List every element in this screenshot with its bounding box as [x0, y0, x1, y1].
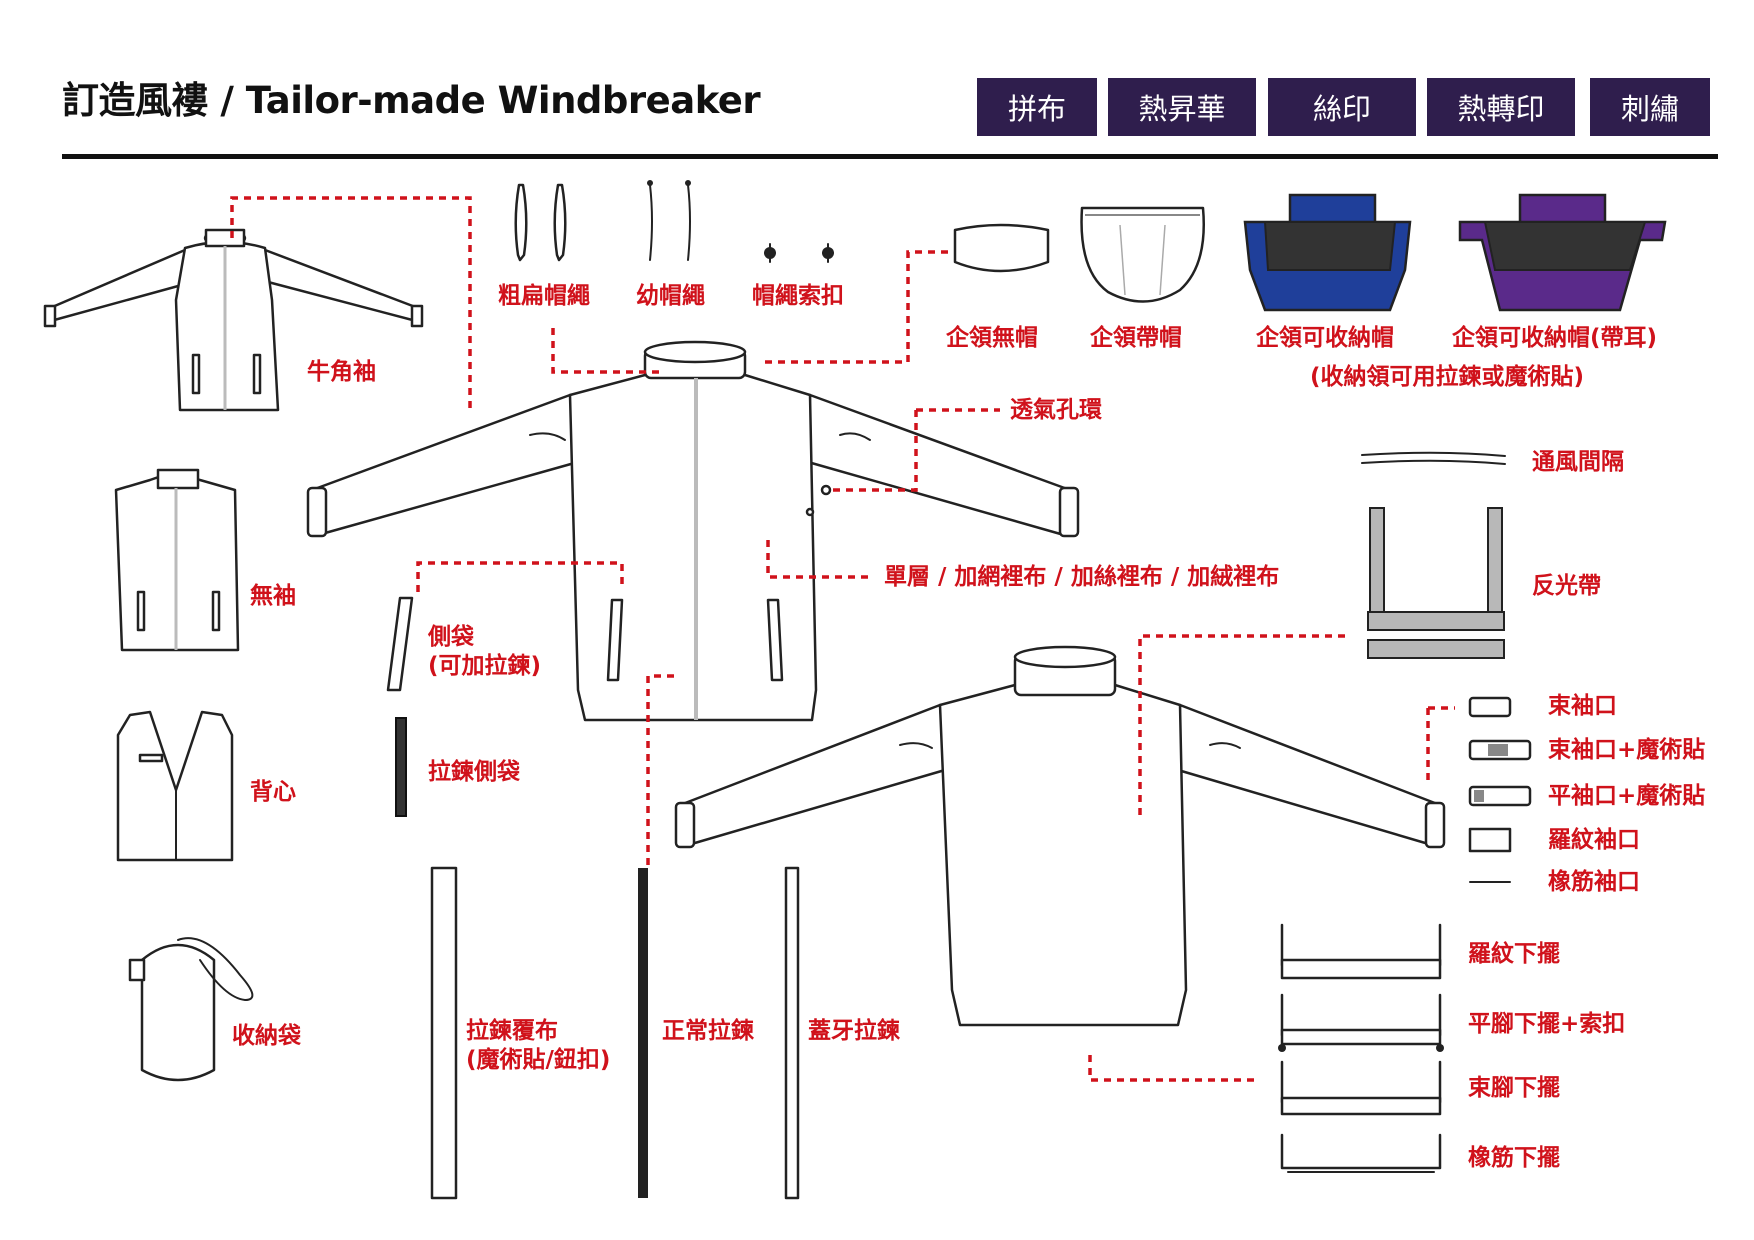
collar-with-hood-icon	[1080, 206, 1205, 303]
header-divider	[62, 154, 1718, 159]
label-cord-lock: 帽繩索扣	[752, 283, 844, 309]
label-hem-gathered: 束腳下擺	[1468, 1075, 1560, 1101]
cord-lock-icon	[764, 243, 834, 263]
zip-flap-icon	[430, 866, 458, 1200]
label-collar-no-hood: 企領無帽	[946, 325, 1038, 351]
technique-tabs: 拼布 熱昇華 絲印 熱轉印 刺繡	[0, 78, 1754, 136]
label-cuff-rib: 羅紋袖口	[1548, 827, 1640, 853]
label-zip-flap: 拉鍊覆布	[466, 1018, 558, 1044]
label-raglan: 牛角袖	[307, 359, 376, 385]
label-flat-cord: 粗扁帽繩	[498, 283, 590, 309]
label-zip-pocket: 拉鍊側袋	[428, 759, 520, 785]
tab-screen-print[interactable]: 絲印	[1268, 78, 1416, 136]
tab-heat-transfer[interactable]: 熱轉印	[1427, 78, 1575, 136]
collar-no-hood-icon	[953, 223, 1050, 273]
tab-sublimation[interactable]: 熱昇華	[1108, 78, 1256, 136]
vest-icon	[116, 710, 234, 862]
storage-pouch-icon	[128, 937, 254, 1082]
label-collar-hood: 企領帶帽	[1090, 325, 1182, 351]
main-jacket-icon	[306, 340, 1080, 722]
label-side-pocket: 側袋	[428, 624, 474, 650]
label-collar-packable: 企領可收納帽	[1256, 325, 1394, 351]
label-collar-packable-ears: 企領可收納帽(帶耳)	[1452, 325, 1658, 351]
label-side-pocket-note: (可加拉鍊)	[428, 653, 542, 679]
label-cuff-gathered: 束袖口	[1548, 693, 1617, 719]
label-cuff-flat-velcro: 平袖口+魔術貼	[1548, 783, 1706, 809]
label-hem-elastic: 橡筋下擺	[1468, 1145, 1560, 1171]
hem-rib-icon	[1280, 923, 1442, 980]
sleeveless-jacket-icon	[114, 468, 240, 652]
side-pocket-icon	[386, 596, 414, 692]
cuff-rib-icon	[1468, 827, 1512, 853]
flat-drawcord-icon	[514, 183, 567, 262]
label-cuff-gathered-velcro: 束袖口+魔術貼	[1548, 737, 1706, 763]
packable-hood-ears-purple-icon	[1458, 193, 1667, 312]
label-hem-rib: 羅紋下擺	[1468, 941, 1560, 967]
label-pouch: 收納袋	[232, 1023, 301, 1049]
label-vest: 背心	[250, 779, 296, 805]
raglan-jacket-icon	[43, 228, 424, 412]
zip-pocket-icon	[395, 717, 407, 817]
label-normal-zip: 正常拉鍊	[662, 1018, 754, 1044]
label-tooth-zip: 蓋牙拉鍊	[808, 1018, 900, 1044]
reflective-tape-icon	[1367, 507, 1505, 659]
hem-elastic-icon	[1280, 1133, 1442, 1173]
vent-icon	[1361, 451, 1506, 465]
second-jacket-icon	[674, 645, 1446, 1027]
label-cuff-elastic: 橡筋袖口	[1548, 869, 1640, 895]
label-eyelet: 透氣孔環	[1010, 397, 1102, 423]
label-hem-flat-toggle: 平腳下擺+索扣	[1468, 1011, 1626, 1037]
hem-gathered-icon	[1280, 1060, 1442, 1116]
label-vent: 通風間隔	[1532, 449, 1624, 475]
label-reflective: 反光帶	[1532, 573, 1601, 599]
packable-hood-blue-icon	[1243, 193, 1412, 312]
label-thin-cord: 幼帽繩	[636, 283, 705, 309]
label-packable-note: (收納領可用拉鍊或魔術貼)	[1310, 364, 1585, 390]
label-lining: 單層 / 加網裡布 / 加絲裡布 / 加絨裡布	[884, 564, 1280, 590]
connector-lines	[230, 196, 1455, 1082]
hem-flat-toggle-icon	[1278, 993, 1444, 1052]
label-zip-flap-note: (魔術貼/鈕扣)	[466, 1047, 611, 1073]
page-title: 訂造風褸 / Tailor-made Windbreaker	[62, 79, 761, 122]
tooth-zip-icon	[784, 866, 800, 1200]
tab-embroidery[interactable]: 刺繡	[1590, 78, 1710, 136]
label-sleeveless: 無袖	[250, 583, 296, 609]
cuff-gathered-icon	[1468, 696, 1512, 718]
thin-drawcord-icon	[647, 180, 691, 261]
normal-zip-icon	[638, 868, 648, 1198]
cuff-gathered-velcro-icon	[1468, 739, 1532, 761]
tab-patchwork[interactable]: 拼布	[977, 78, 1097, 136]
cuff-flat-velcro-icon	[1468, 785, 1532, 807]
